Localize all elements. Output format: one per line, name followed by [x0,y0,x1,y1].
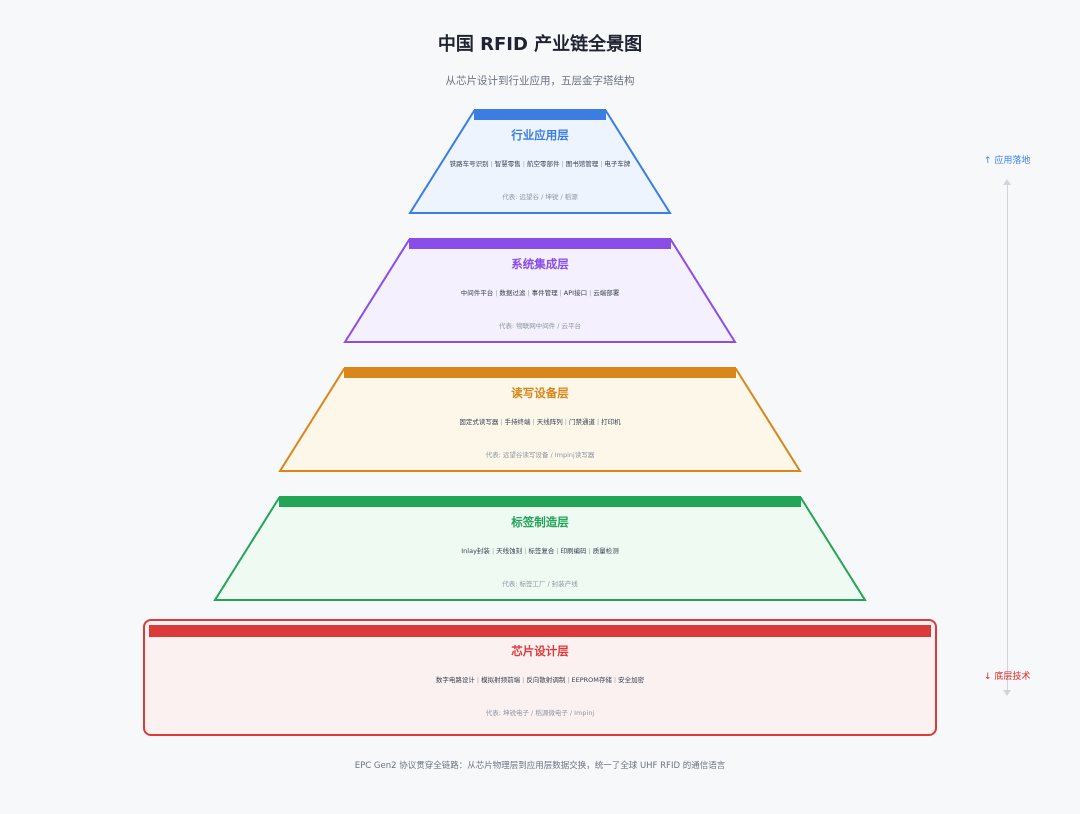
layer-name: 芯片设计层 [511,644,569,658]
layer-item: 云端部署 [593,289,620,297]
layer-header-bar-chip [149,625,931,637]
layer-item: 质量检测 [592,547,619,555]
item-separator: | [589,289,592,297]
item-separator: | [490,160,493,168]
item-separator: | [527,289,530,297]
layer-name: 行业应用层 [511,128,569,142]
layer-chip: 芯片设计层数字电路设计|模拟射频前端|反向散射调制|EEPROM存储|安全加密代… [290,643,790,717]
layer-item: 智慧零售 [494,160,521,168]
layer-item: 电子车牌 [604,160,631,168]
layer-representatives: 代表: 远望谷读写设备 / Impinj读写器 [485,451,595,459]
layer-item: API接口 [563,289,588,297]
item-separator: | [491,547,495,555]
layer-representatives: 代表: 坤锐电子 / 稻源微电子 / Impinj [485,709,595,717]
layer-name: 读写设备层 [511,386,569,400]
item-separator: | [567,676,570,684]
layer-item: 安全加密 [618,676,645,684]
layer-item: 手持终端 [504,418,531,426]
layer-shape-chip [143,619,937,736]
layer-representatives: 代表: 标签工厂 / 封装产线 [502,580,578,588]
item-separator: | [588,547,591,555]
item-separator: | [556,547,559,555]
layer-item: 中间件平台 [460,289,494,297]
layer-header-bar-tag [279,496,801,507]
arrow-up-icon [1003,179,1011,185]
layer-reader: 读写设备层固定式读写器|手持终端|天线阵列|门禁通道|打印机代表: 远望谷读写设… [290,385,790,459]
item-separator: | [564,418,567,426]
page-title: 中国 RFID 产业链全景图 [437,34,643,55]
layer-item: 打印机 [601,418,621,426]
layer-item: 固定式读写器 [459,418,499,426]
item-separator: | [613,676,617,684]
footer-note: EPC Gen2 协议贯穿全链路：从芯片物理层到应用层数据交换，统一了全球 UH… [354,761,726,771]
item-separator: | [596,418,600,426]
page-subtitle: 从芯片设计到行业应用，五层金字塔结构 [445,75,635,87]
item-separator: | [532,418,535,426]
item-separator: | [500,418,503,426]
layer-item: 天线阵列 [536,418,563,426]
layer-application: 行业应用层铁路车号识别|智慧零售|航空零部件|图书馆管理|电子车牌代表: 远望谷… [290,127,790,201]
layer-name: 系统集成层 [511,257,569,271]
layer-item: 航空零部件 [527,160,560,168]
layer-items: 固定式读写器|手持终端|天线阵列|门禁通道|打印机 [290,416,790,426]
layer-representatives: 代表: 物联网中间件 / 云平台 [498,322,582,330]
item-separator: | [522,676,525,684]
item-separator: | [495,289,498,297]
item-separator: | [524,547,527,555]
layer-item: EEPROM存储 [571,676,612,684]
layer-item: 数据过滤 [499,289,526,297]
layer-items: 数字电路设计|模拟射频前端|反向散射调制|EEPROM存储|安全加密 [290,674,790,684]
layer-item: 图书馆管理 [565,160,599,168]
layer-header-bar-reader [344,367,736,378]
layer-item: Inlay封装 [461,547,490,555]
item-separator: | [561,160,564,168]
arrow-down-icon [1003,690,1011,696]
axis-top-label: ↑ 应用落地 [984,156,1031,166]
axis-bottom-label: ↓ 底层技术 [984,672,1031,682]
layer-item: 门禁通道 [568,418,595,426]
layer-header-bar-application [474,109,606,120]
layer-representatives: 代表: 远望谷 / 坤锐 / 稻源 [502,193,578,201]
layer-item: 反向散射调制 [526,676,566,684]
layer-item: 天线蚀刻 [496,547,523,555]
item-separator: | [476,676,480,684]
axis-line [1007,183,1008,693]
layer-item: 印刷编码 [560,547,587,555]
item-separator: | [600,160,603,168]
layer-header-bar-integration [409,238,671,249]
layer-items: 中间件平台|数据过滤|事件管理|API接口|云端部署 [290,287,790,297]
layer-integration: 系统集成层中间件平台|数据过滤|事件管理|API接口|云端部署代表: 物联网中间… [290,256,790,330]
layer-items: Inlay封装|天线蚀刻|标签复合|印刷编码|质量检测 [290,545,790,555]
layer-item: 标签复合 [528,547,555,555]
layer-name: 标签制造层 [511,515,569,529]
layer-item: 铁路车号识别 [449,160,489,168]
item-separator: | [522,160,525,168]
layer-items: 铁路车号识别|智慧零售|航空零部件|图书馆管理|电子车牌 [290,158,790,168]
layer-item: 事件管理 [531,289,558,297]
item-separator: | [559,289,562,297]
layer-item: 模拟射频前端 [481,676,521,684]
layer-item: 数字电路设计 [435,676,475,684]
